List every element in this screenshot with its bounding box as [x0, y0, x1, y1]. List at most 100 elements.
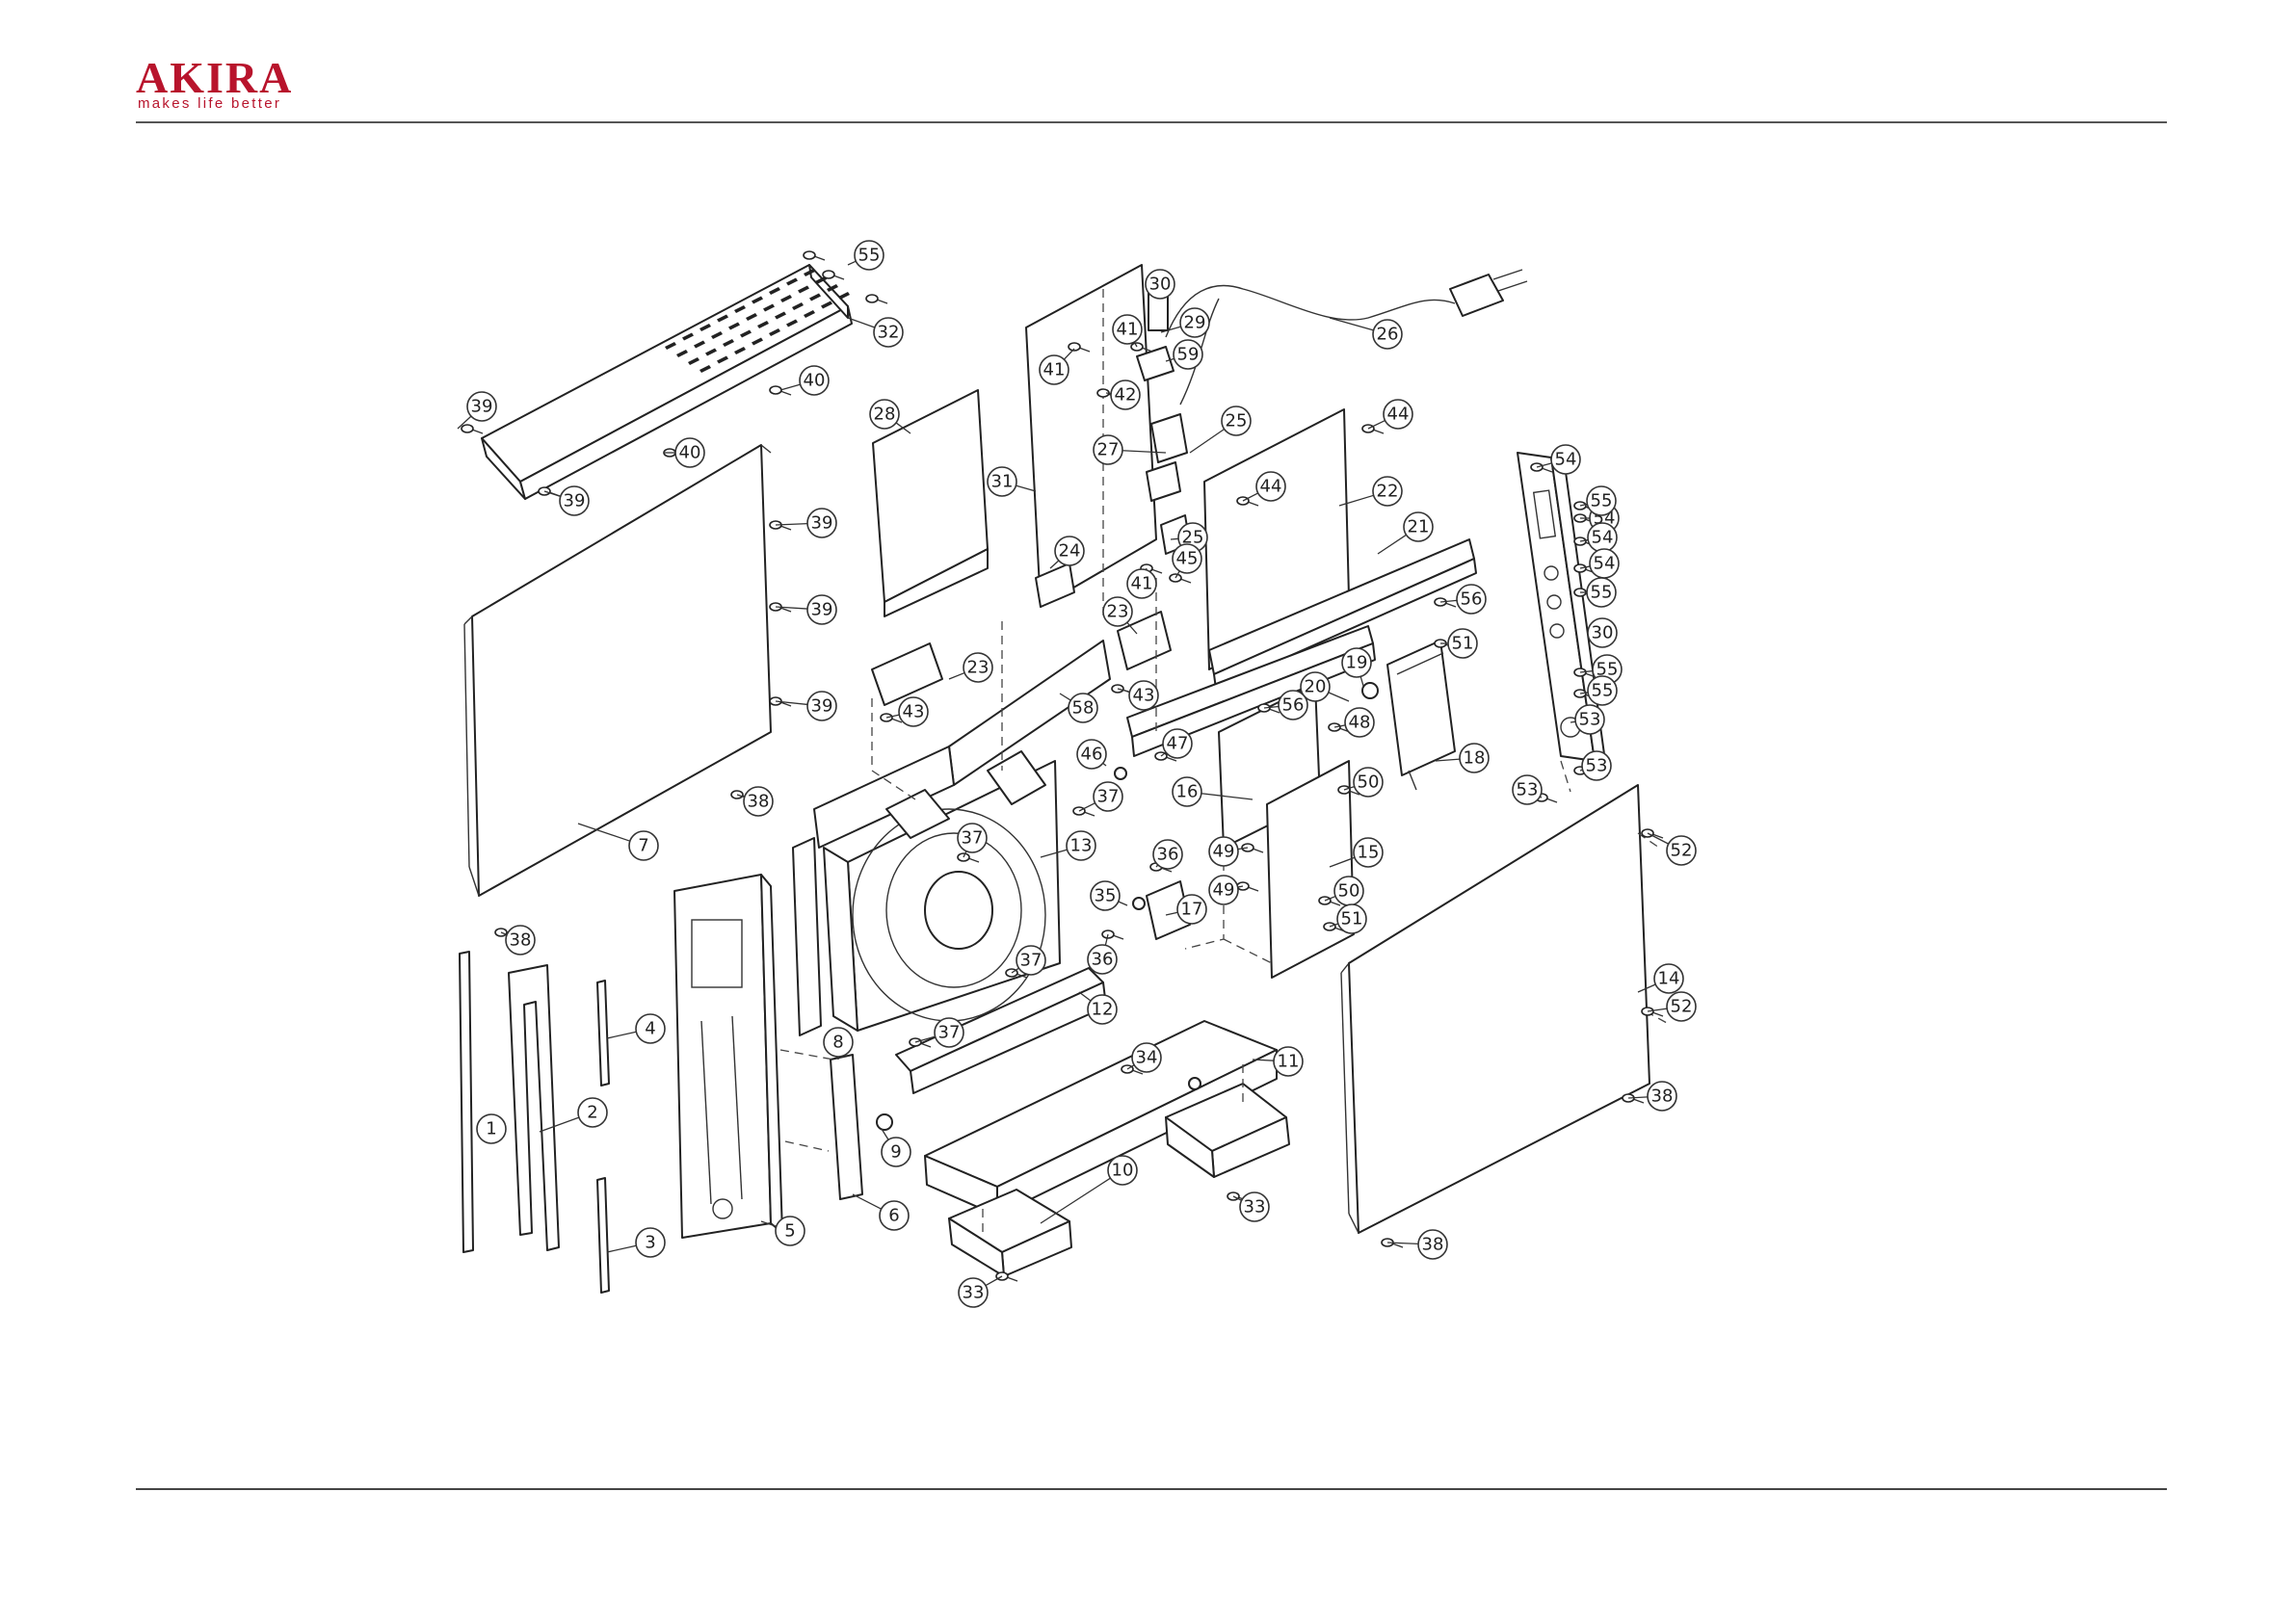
callout-56: 56	[1457, 585, 1486, 614]
svg-text:33: 33	[963, 1283, 985, 1303]
callout-22: 22	[1373, 477, 1402, 506]
svg-text:14: 14	[1658, 969, 1680, 989]
callout-41: 41	[1127, 569, 1156, 598]
callout-38: 38	[1418, 1230, 1447, 1259]
svg-text:38: 38	[1422, 1235, 1444, 1255]
svg-text:49: 49	[1213, 842, 1235, 862]
svg-text:33: 33	[1244, 1197, 1266, 1217]
callout-30: 30	[1146, 270, 1174, 299]
callout-54: 54	[1590, 549, 1619, 578]
svg-text:12: 12	[1092, 1000, 1114, 1020]
svg-text:20: 20	[1305, 677, 1327, 697]
callout-9: 9	[882, 1138, 910, 1166]
callout-28: 28	[870, 400, 899, 429]
callout-6: 6	[880, 1201, 909, 1230]
callout-33: 33	[959, 1278, 988, 1307]
strip-1	[460, 952, 473, 1252]
svg-text:52: 52	[1671, 841, 1693, 861]
callout-8: 8	[824, 1028, 853, 1057]
svg-text:42: 42	[1115, 385, 1137, 406]
svg-text:17: 17	[1181, 900, 1203, 920]
callout-42: 42	[1111, 380, 1140, 409]
svg-text:39: 39	[811, 696, 833, 717]
callout-19: 19	[1342, 648, 1371, 677]
callout-39: 39	[467, 392, 496, 421]
svg-text:54: 54	[1594, 554, 1616, 574]
leader-line-6	[853, 1194, 882, 1209]
svg-text:38: 38	[748, 792, 770, 812]
callout-49: 49	[1209, 876, 1238, 904]
callout-25: 25	[1222, 406, 1251, 435]
callout-47: 47	[1163, 729, 1192, 758]
callout-2: 2	[578, 1098, 607, 1127]
callout-54: 54	[1588, 523, 1617, 552]
callout-10: 10	[1108, 1156, 1137, 1185]
svg-text:25: 25	[1226, 411, 1248, 432]
rear-plate-31	[1026, 265, 1156, 607]
svg-text:46: 46	[1081, 745, 1103, 765]
svg-text:39: 39	[811, 600, 833, 620]
leader-line-25	[1171, 538, 1178, 539]
callout-16: 16	[1173, 777, 1201, 806]
callout-31: 31	[988, 467, 1016, 496]
svg-text:43: 43	[1133, 686, 1155, 706]
callout-53: 53	[1575, 705, 1604, 734]
svg-text:38: 38	[1651, 1086, 1674, 1107]
svg-text:9: 9	[890, 1142, 901, 1163]
svg-text:32: 32	[878, 323, 900, 343]
svg-text:39: 39	[471, 397, 493, 417]
svg-text:53: 53	[1579, 710, 1601, 730]
callout-43: 43	[899, 697, 928, 726]
callout-1: 1	[477, 1114, 506, 1143]
svg-text:38: 38	[510, 930, 532, 951]
screw-icon	[823, 271, 844, 279]
svg-text:59: 59	[1177, 345, 1200, 365]
svg-text:51: 51	[1341, 909, 1363, 929]
callout-37: 37	[1016, 946, 1045, 975]
svg-text:11: 11	[1278, 1052, 1300, 1072]
svg-text:23: 23	[1107, 602, 1129, 622]
callout-55: 55	[855, 241, 884, 270]
callout-54: 54	[1551, 445, 1580, 474]
svg-text:55: 55	[858, 246, 881, 266]
svg-text:26: 26	[1377, 325, 1399, 345]
svg-text:27: 27	[1097, 440, 1120, 460]
svg-text:5: 5	[784, 1221, 795, 1242]
screw-icon	[866, 295, 887, 303]
callout-34: 34	[1132, 1043, 1161, 1072]
svg-text:50: 50	[1338, 881, 1360, 902]
callout-58: 58	[1069, 694, 1097, 722]
callout-29: 29	[1180, 308, 1209, 337]
leader-line-19	[1360, 676, 1363, 686]
callout-36: 36	[1153, 840, 1182, 869]
callout-4: 4	[636, 1014, 665, 1043]
callout-23: 23	[1103, 597, 1132, 626]
svg-text:21: 21	[1408, 517, 1430, 537]
callout-36: 36	[1088, 945, 1117, 974]
callout-56: 56	[1279, 691, 1307, 720]
svg-text:54: 54	[1592, 528, 1614, 548]
svg-text:52: 52	[1671, 997, 1693, 1017]
callout-55: 55	[1587, 486, 1616, 515]
svg-text:54: 54	[1555, 450, 1577, 470]
leader-line-33	[986, 1276, 1002, 1286]
svg-text:37: 37	[1020, 951, 1042, 971]
callout-23: 23	[963, 653, 992, 682]
svg-text:41: 41	[1117, 320, 1139, 340]
svg-text:51: 51	[1452, 634, 1474, 654]
svg-text:53: 53	[1517, 780, 1539, 800]
callout-3: 3	[636, 1228, 665, 1257]
callout-11: 11	[1274, 1047, 1303, 1076]
svg-text:2: 2	[587, 1103, 597, 1123]
callout-17: 17	[1177, 895, 1206, 924]
callout-38: 38	[1648, 1082, 1676, 1111]
callout-40: 40	[800, 366, 829, 395]
callout-40: 40	[675, 438, 704, 467]
leader-line-31	[1016, 485, 1036, 491]
callout-15: 15	[1354, 838, 1383, 867]
leader-line-4	[607, 1032, 636, 1038]
svg-text:4: 4	[645, 1019, 655, 1039]
callout-39: 39	[807, 595, 836, 624]
svg-text:40: 40	[679, 443, 701, 463]
svg-text:44: 44	[1387, 405, 1410, 425]
